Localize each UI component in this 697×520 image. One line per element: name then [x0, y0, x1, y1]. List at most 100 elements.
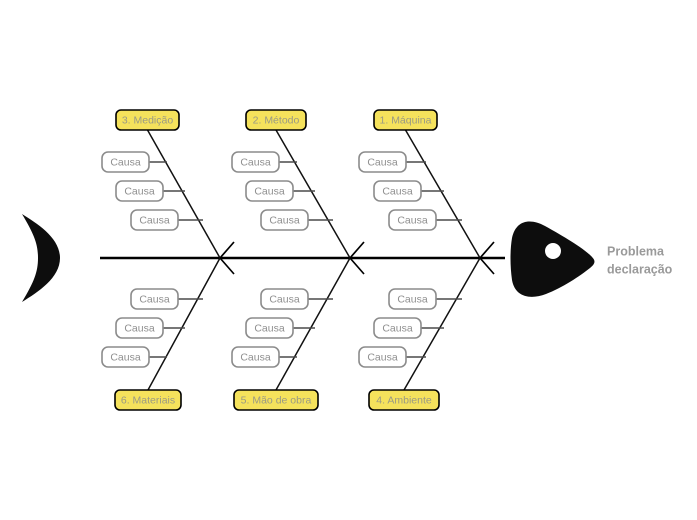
rib-line-materiais: [147, 257, 221, 391]
cause-box-rect-materiais-2[interactable]: [101, 346, 150, 368]
category-box-rect-medicao[interactable]: [115, 109, 180, 131]
cause-box-rect-ambiente-2[interactable]: [358, 346, 407, 368]
category-box-label-metodo: 2. Método: [253, 114, 300, 126]
cause-box-label-mao-de-obra-1: Causa: [254, 322, 285, 334]
category-box-rect-mao-de-obra[interactable]: [233, 389, 319, 411]
rib-line-ambiente: [403, 257, 481, 391]
cause-box-label-ambiente-1: Causa: [382, 322, 413, 334]
cause-box-materiais-0[interactable]: Causa: [130, 288, 179, 310]
cause-box-rect-ambiente-0[interactable]: [388, 288, 437, 310]
category-box-label-medicao: 3. Medição: [122, 114, 174, 126]
category-box-materiais[interactable]: 6. Materiais: [114, 389, 182, 411]
cause-box-maquina-1[interactable]: Causa: [373, 180, 422, 202]
cause-box-label-medicao-2: Causa: [139, 214, 170, 226]
cause-box-label-metodo-1: Causa: [254, 185, 285, 197]
cause-box-rect-mao-de-obra-1[interactable]: [245, 317, 294, 339]
cause-box-label-metodo-0: Causa: [240, 156, 271, 168]
cause-box-label-medicao-0: Causa: [110, 156, 141, 168]
cause-box-mao-de-obra-0[interactable]: Causa: [260, 288, 309, 310]
spine-arrow-upper-0: [219, 241, 235, 259]
category-box-label-mao-de-obra: 5. Mão de obra: [241, 394, 312, 406]
cause-box-label-mao-de-obra-0: Causa: [269, 293, 300, 305]
cause-box-label-materiais-2: Causa: [110, 351, 141, 363]
cause-box-label-mao-de-obra-2: Causa: [240, 351, 271, 363]
cause-box-ambiente-2[interactable]: Causa: [358, 346, 407, 368]
rib-line-medicao: [146, 129, 221, 259]
category-box-ambiente[interactable]: 4. Ambiente: [368, 389, 440, 411]
cause-box-rect-maquina-1[interactable]: [373, 180, 422, 202]
category-box-rect-ambiente[interactable]: [368, 389, 440, 411]
cause-box-medicao-1[interactable]: Causa: [115, 180, 164, 202]
cause-box-label-materiais-0: Causa: [139, 293, 170, 305]
cause-box-rect-ambiente-1[interactable]: [373, 317, 422, 339]
problem-statement-line1: Problema: [607, 244, 665, 258]
category-box-maquina[interactable]: 1. Máquina: [373, 109, 438, 131]
cause-box-rect-maquina-0[interactable]: [358, 151, 407, 173]
cause-box-label-maquina-1: Causa: [382, 185, 413, 197]
spine-arrowheads: [219, 241, 495, 275]
spine-arrow-upper-2: [479, 241, 495, 259]
spine-arrow-lower-1: [349, 257, 365, 275]
fish-tail-icon: [22, 214, 60, 302]
cause-box-rect-materiais-1[interactable]: [115, 317, 164, 339]
fish-head-icon: [510, 221, 595, 297]
fish-tail-group: [22, 214, 60, 302]
cause-box-ambiente-0[interactable]: Causa: [388, 288, 437, 310]
cause-box-mao-de-obra-1[interactable]: Causa: [245, 317, 294, 339]
cause-box-label-ambiente-0: Causa: [397, 293, 428, 305]
spine-arrow-lower-0: [219, 257, 235, 275]
cause-box-ambiente-1[interactable]: Causa: [373, 317, 422, 339]
category-box-medicao[interactable]: 3. Medição: [115, 109, 180, 131]
cause-box-maquina-2[interactable]: Causa: [388, 209, 437, 231]
cause-box-label-maquina-2: Causa: [397, 214, 428, 226]
cause-box-materiais-2[interactable]: Causa: [101, 346, 150, 368]
cause-box-maquina-0[interactable]: Causa: [358, 151, 407, 173]
category-box-label-materiais: 6. Materiais: [121, 394, 175, 406]
cause-box-label-metodo-2: Causa: [269, 214, 300, 226]
rib-line-maquina: [404, 129, 481, 259]
cause-box-metodo-2[interactable]: Causa: [260, 209, 309, 231]
cause-box-rect-metodo-0[interactable]: [231, 151, 280, 173]
fish-head-group: [510, 221, 595, 297]
category-box-metodo[interactable]: 2. Método: [245, 109, 307, 131]
problem-statement-line2: declaração: [607, 262, 673, 276]
cause-box-label-maquina-0: Causa: [367, 156, 398, 168]
cause-box-rect-materiais-0[interactable]: [130, 288, 179, 310]
cause-box-rect-mao-de-obra-0[interactable]: [260, 288, 309, 310]
cause-box-rect-mao-de-obra-2[interactable]: [231, 346, 280, 368]
category-box-label-maquina: 1. Máquina: [380, 114, 432, 126]
cause-box-metodo-1[interactable]: Causa: [245, 180, 294, 202]
category-box-rect-metodo[interactable]: [245, 109, 307, 131]
category-box-rect-maquina[interactable]: [373, 109, 438, 131]
cause-box-rect-medicao-1[interactable]: [115, 180, 164, 202]
problem-statement: Problema declaração: [607, 244, 673, 276]
spine-arrow-lower-2: [479, 257, 495, 275]
cause-box-materiais-1[interactable]: Causa: [115, 317, 164, 339]
cause-box-mao-de-obra-2[interactable]: Causa: [231, 346, 280, 368]
category-box-rect-materiais[interactable]: [114, 389, 182, 411]
cause-box-label-medicao-1: Causa: [124, 185, 155, 197]
cause-box-metodo-0[interactable]: Causa: [231, 151, 280, 173]
category-box-mao-de-obra[interactable]: 5. Mão de obra: [233, 389, 319, 411]
category-box-label-ambiente: 4. Ambiente: [376, 394, 432, 406]
cause-box-label-materiais-1: Causa: [124, 322, 155, 334]
cause-box-medicao-0[interactable]: Causa: [101, 151, 150, 173]
cause-box-rect-metodo-1[interactable]: [245, 180, 294, 202]
spine-arrow-upper-1: [349, 241, 365, 259]
cause-box-medicao-2[interactable]: Causa: [130, 209, 179, 231]
cause-box-label-ambiente-2: Causa: [367, 351, 398, 363]
cause-box-rect-medicao-2[interactable]: [130, 209, 179, 231]
cause-box-rect-maquina-2[interactable]: [388, 209, 437, 231]
cause-box-rect-medicao-0[interactable]: [101, 151, 150, 173]
cause-box-rect-metodo-2[interactable]: [260, 209, 309, 231]
rib-line-mao-de-obra: [275, 257, 351, 391]
